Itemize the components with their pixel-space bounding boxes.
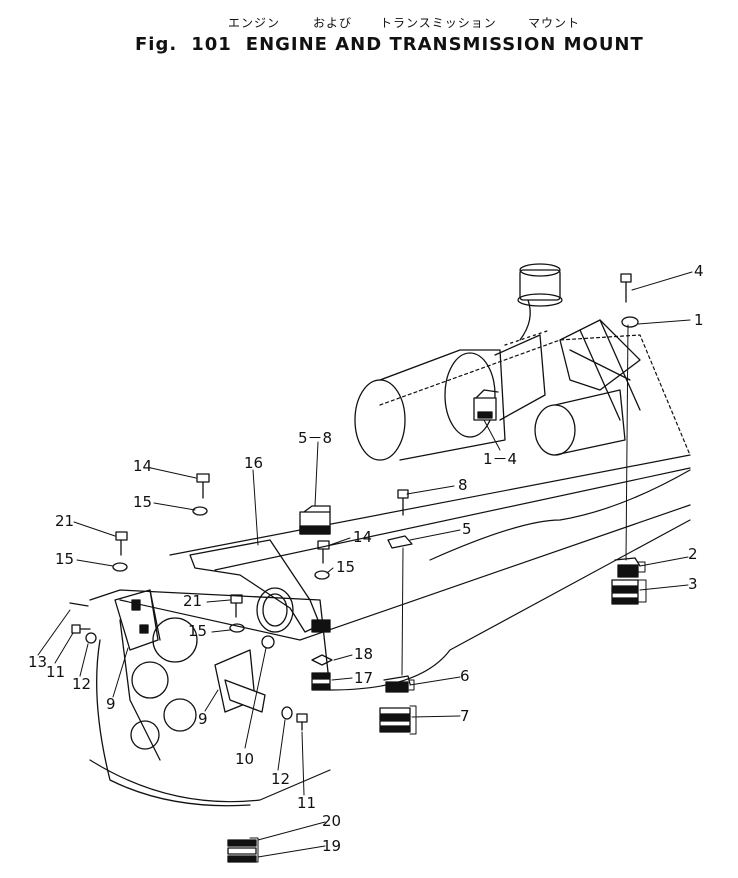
left-mount-bracket — [114, 589, 161, 651]
washer-12-lower — [281, 706, 293, 720]
mount-block-5-8 — [299, 505, 331, 535]
callout-9-left: 9 — [106, 695, 116, 713]
callout-15-mid: 15 — [336, 558, 356, 576]
nut-10 — [261, 635, 275, 649]
washer-15-left — [112, 562, 128, 572]
front-support-bracket — [189, 539, 331, 633]
callout-10: 10 — [235, 750, 255, 768]
bolts — [69, 273, 632, 731]
plate-5 — [387, 535, 413, 549]
leader-lines — [37, 271, 693, 863]
mount-stack-6-7 — [379, 675, 411, 733]
callout-11-lower: 11 — [297, 794, 317, 812]
callout-8: 8 — [458, 476, 468, 494]
callout-5: 5 — [462, 520, 472, 538]
chassis-frame — [89, 334, 691, 803]
callout-3: 3 — [688, 575, 698, 593]
callout-17: 17 — [354, 669, 374, 687]
bolt-11-left — [71, 624, 91, 634]
title-text: ENGINE AND TRANSMISSION MOUNT — [245, 34, 644, 55]
callout-16: 16 — [244, 454, 264, 472]
callout-7: 7 — [460, 707, 470, 725]
figure-title: Fig. 101 ENGINE AND TRANSMISSION MOUNT — [135, 34, 658, 55]
washer-15-top — [192, 506, 208, 516]
engine-block — [89, 589, 331, 807]
bolt-11-lower — [296, 713, 308, 731]
callout-18: 18 — [354, 645, 374, 663]
callout-12-left: 12 — [72, 675, 92, 693]
callout-1: 1 — [694, 311, 704, 329]
washer-15-low — [229, 623, 245, 633]
kana-and: および — [313, 16, 353, 30]
callout-4: 4 — [694, 262, 704, 280]
callout-15-left: 15 — [55, 550, 75, 568]
callout-2: 2 — [688, 545, 698, 563]
callout-21-mid: 21 — [183, 592, 203, 610]
fig-number: 101 — [191, 34, 232, 55]
bolt-14-mid — [317, 540, 330, 564]
callout-1-4: 1－4 — [483, 450, 518, 468]
callout-15-low: 15 — [188, 622, 208, 640]
mount-stack-19-20 — [227, 839, 257, 863]
bolt-21-mid — [230, 594, 243, 618]
washer-15-mid — [314, 570, 330, 580]
callout-12-lower: 12 — [271, 770, 291, 788]
mount-block-1-4 — [473, 389, 499, 421]
callout-13: 13 — [28, 653, 48, 671]
kana-mount: マウント — [528, 16, 581, 30]
callout-15-top: 15 — [133, 493, 153, 511]
callout-19: 19 — [322, 837, 342, 855]
mount-stack-2-3 — [611, 557, 641, 605]
callout-11-left: 11 — [46, 663, 66, 681]
kana-engine: エンジン — [228, 16, 281, 30]
callout-20: 20 — [322, 812, 342, 830]
kana-transmission: トランスミッション — [380, 16, 497, 30]
callout-9-lower: 9 — [198, 710, 208, 728]
washers — [85, 316, 639, 720]
fig-label: Fig. — [135, 34, 178, 55]
bolt-4 — [620, 273, 632, 303]
bolt-21-left — [115, 531, 128, 556]
callout-14-mid: 14 — [353, 528, 373, 546]
mount-stack-17-18 — [311, 654, 333, 691]
washer-1 — [621, 316, 639, 328]
callout-14-top: 14 — [133, 457, 153, 475]
bolt-14-top — [196, 473, 210, 499]
pin-13 — [69, 602, 89, 607]
callout-5-8: 5－8 — [298, 429, 333, 447]
washer-12-left — [85, 632, 97, 644]
lower-mount-bracket — [214, 649, 266, 713]
transmission-body — [354, 263, 641, 461]
callout-6: 6 — [460, 667, 470, 685]
callout-21-left: 21 — [55, 512, 75, 530]
